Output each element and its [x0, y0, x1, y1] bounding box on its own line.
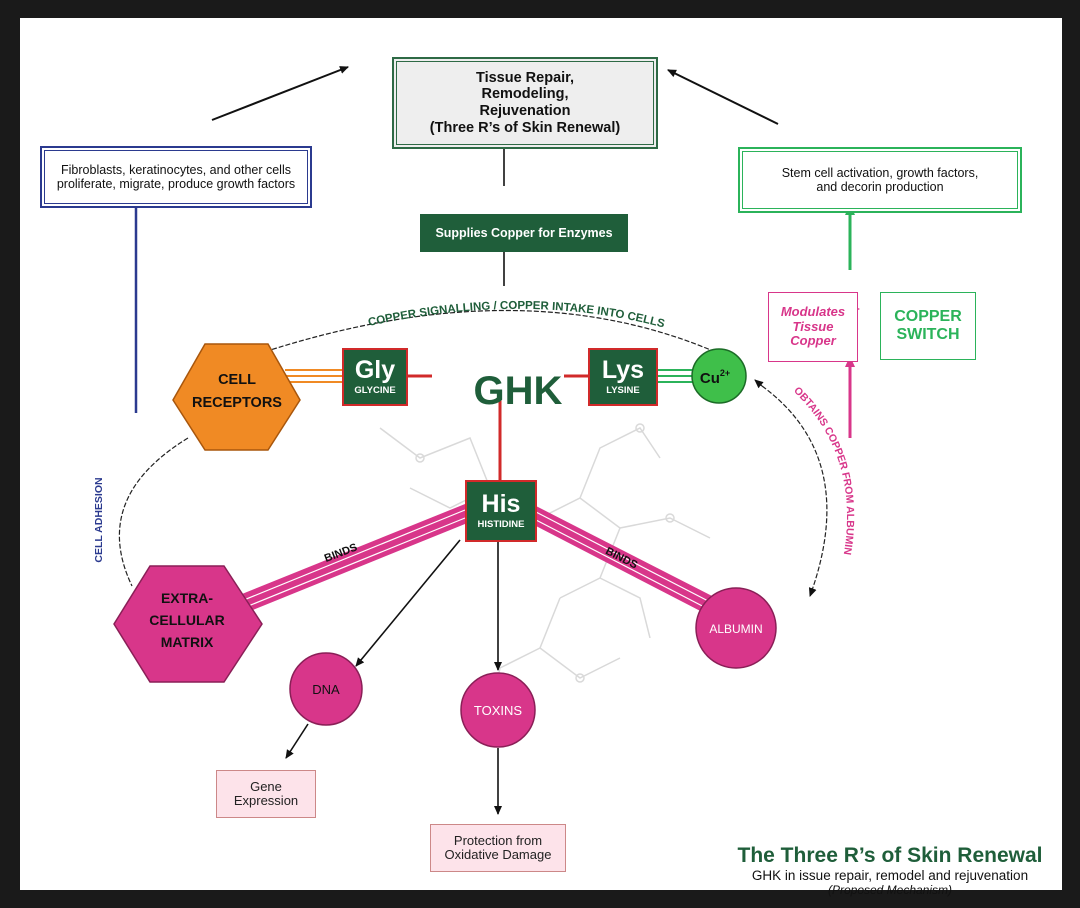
- adhesion-arc: [118, 437, 189, 587]
- cell-receptors-hexagon: [172, 343, 301, 451]
- supplies-copper-box: Supplies Copper for Enzymes: [420, 214, 628, 252]
- lys-main: Lys: [601, 355, 645, 384]
- diagram-subtitle: GHK in issue repair, remodel and rejuven…: [751, 868, 1029, 883]
- gly-main: Gly: [354, 355, 396, 384]
- gene-expression-box: Gene Expression: [216, 770, 316, 818]
- arrow-right-to-top: [667, 69, 779, 125]
- switch-line2: SWITCH: [896, 326, 960, 343]
- link-lys-cu: [658, 369, 696, 383]
- cell-receptors-line1: CELL: [218, 372, 256, 388]
- diagram-connectors: COPPER SIGNALLING / COPPER INTAKE INTO C…: [93, 66, 860, 815]
- obtains-label: OBTAINS COPPER FROM ALBUMIN: [791, 385, 856, 556]
- binds-bar-right: [535, 506, 716, 616]
- modulates-line1: Modulates: [780, 303, 846, 319]
- histidine-box: His HISTIDINE: [465, 480, 537, 542]
- glycine-box: Gly GLYCINE: [342, 348, 408, 406]
- top-box-line1: Tissue Repair,: [475, 69, 575, 86]
- cell-adhesion-label: CELL ADHESION: [93, 477, 105, 562]
- protection-line1: Protection from: [453, 832, 543, 848]
- stem-cell-box: Stem cell activation, growth factors, an…: [738, 147, 1022, 213]
- top-box-line4: (Three R’s of Skin Renewal): [429, 119, 621, 136]
- ecm-line2: CELLULAR: [149, 612, 224, 628]
- tissue-repair-box: Tissue Repair, Remodeling, Rejuvenation …: [392, 57, 658, 149]
- left-box-line2: proliferate, migrate, produce growth fac…: [56, 177, 296, 191]
- copper-switch-box: COPPER SWITCH: [880, 292, 976, 360]
- lysine-box: Lys LYSINE: [588, 348, 658, 406]
- right-box-line2: and decorin production: [816, 180, 944, 194]
- ghk-label: GHK: [473, 369, 563, 413]
- modulates-line2: Tissue: [792, 318, 834, 334]
- protection-box: Protection from Oxidative Damage: [430, 824, 566, 872]
- ecm-hexagon: [113, 565, 263, 683]
- signalling-label: COPPER SIGNALLING / COPPER INTAKE INTO C…: [367, 300, 666, 331]
- albumin-label: ALBUMIN: [709, 622, 762, 636]
- arrow-dna-to-gene: [285, 723, 309, 759]
- gene-line1: Gene: [250, 778, 282, 794]
- modulates-tissue-copper-box: Modulates Tissue Copper: [768, 292, 858, 362]
- diagram-title: The Three R’s of Skin Renewal: [737, 844, 1043, 867]
- top-box-line2: Remodeling,: [481, 86, 569, 103]
- arrow-left-to-top: [211, 66, 349, 121]
- diagram-note: (Proposed Mechanism): [827, 883, 953, 897]
- protection-line2: Oxidative Damage: [444, 847, 552, 862]
- gly-sub: GLYCINE: [354, 384, 396, 396]
- ecm-line3: MATRIX: [161, 634, 214, 650]
- albumin-circle: [695, 587, 777, 669]
- dna-circle: [289, 652, 363, 726]
- his-main: His: [481, 489, 521, 518]
- dna-label: DNA: [312, 682, 340, 697]
- right-box-line1: Stem cell activation, growth factors,: [781, 165, 979, 180]
- cell-receptors-line2: RECEPTORS: [192, 395, 282, 411]
- switch-line1: COPPER: [894, 307, 962, 325]
- toxins-label: TOXINS: [474, 703, 522, 718]
- diagram-canvas: COPPER SIGNALLING / COPPER INTAKE INTO C…: [20, 18, 1062, 897]
- cu-circle: [691, 348, 747, 404]
- cu-label: Cu2+: [700, 368, 730, 387]
- fibroblasts-box: Fibroblasts, keratinocytes, and other ce…: [40, 146, 312, 208]
- ecm-line1: EXTRA-: [161, 590, 213, 606]
- binds-bar-left: [232, 504, 466, 616]
- link-receptors-gly: [285, 369, 342, 383]
- obtains-arc: [761, 385, 828, 597]
- his-sub: HISTIDINE: [477, 518, 525, 530]
- gene-line2: Expression: [233, 793, 299, 808]
- arrow-his-to-dna: [355, 539, 461, 667]
- signalling-arc: [251, 309, 721, 357]
- top-box-line3: Rejuvenation: [479, 103, 571, 119]
- modulates-line3: Copper: [790, 333, 836, 349]
- lys-sub: LYSINE: [606, 384, 640, 396]
- diagram-title-block: The Three R’s of Skin Renewal GHK in iss…: [720, 844, 1060, 897]
- left-box-line1: Fibroblasts, keratinocytes, and other ce…: [61, 162, 291, 177]
- toxins-circle: [460, 672, 536, 748]
